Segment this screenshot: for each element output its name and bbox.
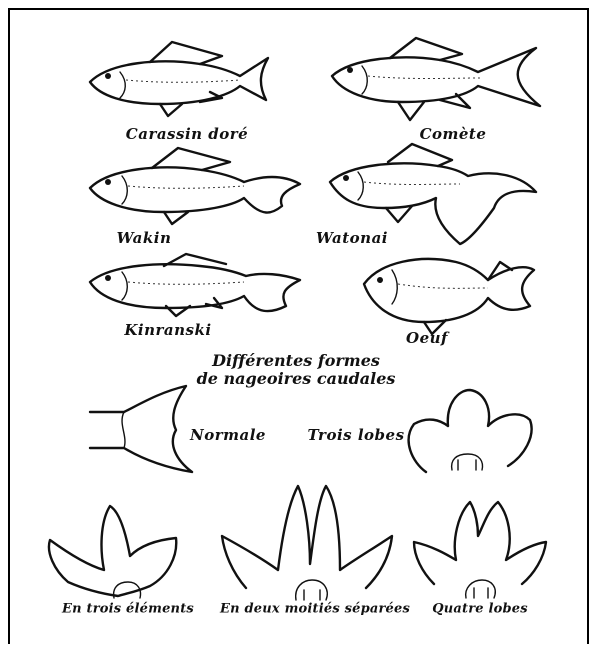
tail-label-trois-lobes: Trois lobes [307,426,404,444]
fish-label-wakin: Wakin [117,229,172,247]
tail-label-en-deux-moities: En deux moitiés séparées [220,602,410,617]
tail-label-normale: Normale [190,426,266,444]
tail-drawing-normale [90,386,192,472]
fish-drawing-comete [332,38,540,120]
fish-label-kinranski: Kinranski [124,321,211,339]
tail-drawing-en-trois-elements [49,506,176,598]
tail-drawing-quatre-lobes [414,502,546,598]
fish-drawing-wakin [90,148,300,224]
fish-drawing-oeuf [364,259,534,334]
tail-label-quatre-lobes: Quatre lobes [432,602,528,617]
tail-label-en-trois-elements: En trois éléments [62,602,194,617]
fish-label-oeuf: Oeuf [406,329,448,347]
fish-label-carassin: Carassin doré [126,125,248,143]
section-title: Différentes formes de nageoires caudales [197,352,396,388]
fish-drawing-kinranski [90,254,300,316]
fish-drawing-carassin [90,42,268,116]
tail-drawing-trois-lobes [409,390,532,472]
section-title-line2: de nageoires caudales [197,370,396,388]
fish-label-comete: Comète [420,125,487,143]
fish-label-watonai: Watonai [316,229,388,247]
section-title-line1: Différentes formes [197,352,396,370]
tail-drawing-en-deux-moities [222,486,392,600]
